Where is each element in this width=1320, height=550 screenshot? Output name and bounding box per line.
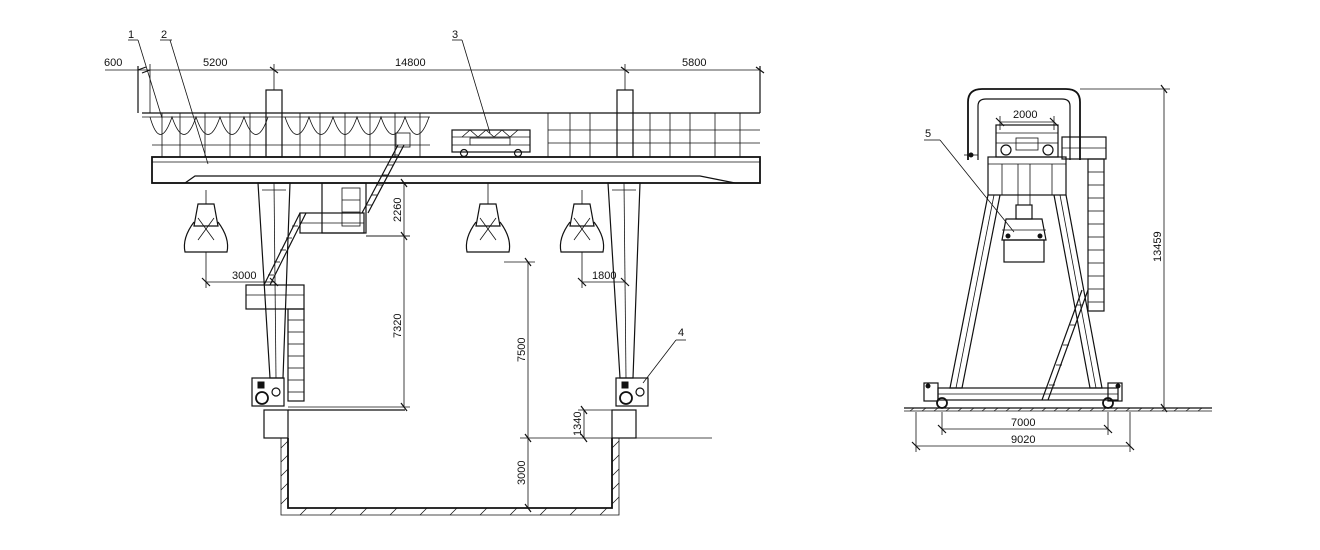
dim-7320: 7320	[392, 314, 404, 338]
dimension-1340: 1340	[572, 405, 612, 443]
dim-5800: 5800	[682, 57, 706, 69]
side-trolley	[995, 124, 1059, 158]
right-wheel-assembly	[615, 377, 649, 407]
dimension-top-chain: 600 5200 14800 5800	[104, 57, 765, 113]
dimension-2260: 2260	[366, 178, 410, 241]
callout-2: 2	[161, 29, 167, 41]
callout-leader-5: 5	[924, 128, 1015, 233]
dim-1800: 1800	[592, 270, 616, 282]
right-leg	[607, 89, 641, 379]
side-crossbeam	[987, 156, 1067, 196]
railing-posts	[161, 113, 741, 157]
portal-frame	[964, 88, 1081, 160]
trolley	[451, 129, 531, 158]
dim-2260: 2260	[392, 198, 404, 222]
dimension-7500: 7500	[504, 257, 535, 443]
dimension-9020: 9020	[911, 412, 1135, 452]
dim-3000-left: 3000	[232, 270, 256, 282]
dim-13459: 13459	[1152, 231, 1164, 262]
side-sill-and-wheels	[923, 382, 1123, 409]
dimension-1800: 1800	[577, 252, 630, 288]
dimension-7320: 7320	[288, 235, 410, 412]
dim-9020: 9020	[1011, 434, 1035, 446]
dimension-3000-left: 3000	[201, 252, 279, 288]
operator-cabin	[299, 182, 367, 234]
dimension-2000: 2000	[995, 109, 1059, 130]
dimension-7000: 7000	[937, 412, 1113, 435]
dim-2000: 2000	[1013, 109, 1037, 121]
left-wheel-assembly	[251, 377, 285, 407]
dim-1340: 1340	[572, 412, 584, 436]
dimension-3000-pit: 3000	[516, 437, 612, 513]
dim-7000: 7000	[1011, 417, 1035, 429]
festoon-cable	[149, 115, 430, 135]
dim-5200: 5200	[203, 57, 227, 69]
cabin-stairs	[361, 132, 411, 214]
dim-3000-pit: 3000	[516, 461, 528, 485]
side-grab	[1001, 164, 1047, 263]
left-leg	[257, 89, 291, 379]
dimension-13459: 13459	[1080, 84, 1170, 413]
girder-railing	[137, 66, 761, 157]
grab-bucket-center	[465, 183, 511, 253]
callout-leaders-front: 1 2 3 4	[128, 29, 686, 384]
front-view: 600 5200 14800 5800 1 2 3 4 2260	[104, 29, 765, 516]
dim-14800: 14800	[395, 57, 426, 69]
callout-1: 1	[128, 29, 134, 41]
side-ladder	[1041, 136, 1107, 401]
side-view: 2000 13459 7000 9020 5	[904, 84, 1212, 452]
dim-600: 600	[104, 57, 122, 69]
callout-3: 3	[452, 29, 458, 41]
main-girder	[151, 156, 761, 184]
pit-hatching	[280, 440, 620, 516]
grab-bucket-left	[183, 190, 229, 253]
grab-bucket-right	[559, 190, 605, 253]
callout-4: 4	[678, 327, 684, 339]
side-legs	[949, 194, 1103, 389]
dim-7500: 7500	[516, 338, 528, 362]
foundations	[263, 409, 712, 516]
leg-stairs	[245, 212, 307, 402]
callout-5: 5	[925, 128, 931, 140]
